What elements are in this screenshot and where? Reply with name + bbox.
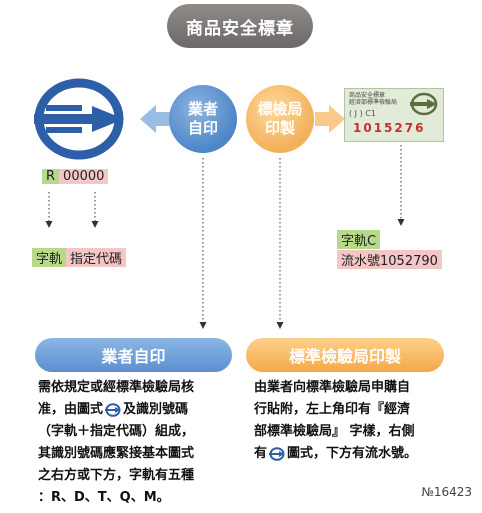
bsmi-desc-line: 由業者向標準檢驗局申購自: [254, 380, 411, 395]
vendor-desc-line: ：R、D、T、Q、M。: [38, 490, 170, 505]
sticker-number: 1015276: [353, 121, 426, 135]
image-number: №16423: [421, 485, 472, 499]
page-title: 商品安全標章: [186, 18, 294, 39]
vendor-section-title: 業者自印: [101, 347, 166, 366]
bsmi-description: 由業者向標準檢驗局申購自 行貼附，左上角印有『經濟 部標準檢驗局』 字樣，右側 …: [254, 377, 450, 465]
track-c-label: 字軌C: [337, 230, 381, 249]
vendor-desc-line: 之右方或下方，字軌有五種: [38, 468, 195, 483]
inline-mark-icon: [269, 446, 285, 461]
vendor-print-circle: 業者 自印: [169, 85, 237, 153]
track-label: 字軌: [32, 248, 67, 267]
left-labels: 字軌 指定代碼: [32, 247, 127, 268]
right-arrow-icon: [315, 105, 345, 133]
bsmi-desc-line: 有 圖式，下方有流水號。: [254, 443, 450, 465]
vendor-desc-line: （字軌＋指定代碼）組成，: [38, 424, 195, 439]
vendor-desc-line-part: 及識別號碼: [123, 402, 189, 417]
right-serial-label-box: 流水號1052790: [337, 249, 442, 270]
designated-code-label: 指定代碼: [66, 248, 127, 267]
bsmi-desc-line: 部標準檢驗局』 字樣，右側: [254, 424, 415, 439]
serial-number-label: 流水號1052790: [337, 250, 442, 269]
right-track-label-box: 字軌C: [337, 229, 381, 250]
circle-bsmi-line2: 印製: [264, 119, 295, 137]
vendor-desc-line: 准，由圖式 及識別號碼: [38, 399, 238, 421]
inline-mark-icon: [105, 402, 121, 417]
vendor-desc-line-part: 准，由圖式: [38, 402, 104, 417]
sticker-mark-icon: [410, 92, 438, 116]
bsmi-desc-line: 行貼附，左上角印有『經濟: [254, 402, 411, 417]
circle-vendor-line1: 業者: [187, 100, 218, 118]
r-letter: R: [42, 169, 60, 184]
bsmi-section-title: 標準檢驗局印製: [288, 347, 401, 366]
bsmi-safety-mark-icon: [34, 78, 124, 160]
circle-vendor-line2: 自印: [187, 119, 218, 137]
vendor-description: 需依規定或經標準檢驗局核 准，由圖式 及識別號碼 （字軌＋指定代碼）組成， 其識…: [38, 377, 238, 509]
vendor-desc-line: 需依規定或經標準檢驗局核: [38, 380, 195, 395]
sticker-top-line: 商品安全標章: [349, 92, 386, 99]
bsmi-section-header: 標準檢驗局印製: [246, 338, 444, 372]
left-code: R 00000: [42, 166, 109, 187]
left-arrow-icon: [140, 105, 170, 133]
bsmi-print-circle: 標檢局 印製: [246, 85, 314, 153]
bsmi-desc-line-part: 圖式，下方有流水號。: [287, 446, 418, 461]
vendor-desc-line: 其識別號碼應緊接基本圖式: [38, 446, 195, 461]
sticker-sub-line: 經濟部標準檢驗局: [349, 99, 398, 106]
circle-bsmi-line1: 標檢局: [257, 100, 303, 118]
sticker-code: ( J ) C1: [349, 109, 376, 118]
bsmi-desc-line-part: 有: [254, 446, 268, 461]
vendor-section-header: 業者自印: [35, 338, 232, 372]
title-pill: 商品安全標章: [167, 4, 313, 48]
code-digits: 00000: [59, 169, 109, 184]
bsmi-sticker: 商品安全標章 經濟部標準檢驗局 ( J ) C1 1015276: [344, 88, 444, 142]
